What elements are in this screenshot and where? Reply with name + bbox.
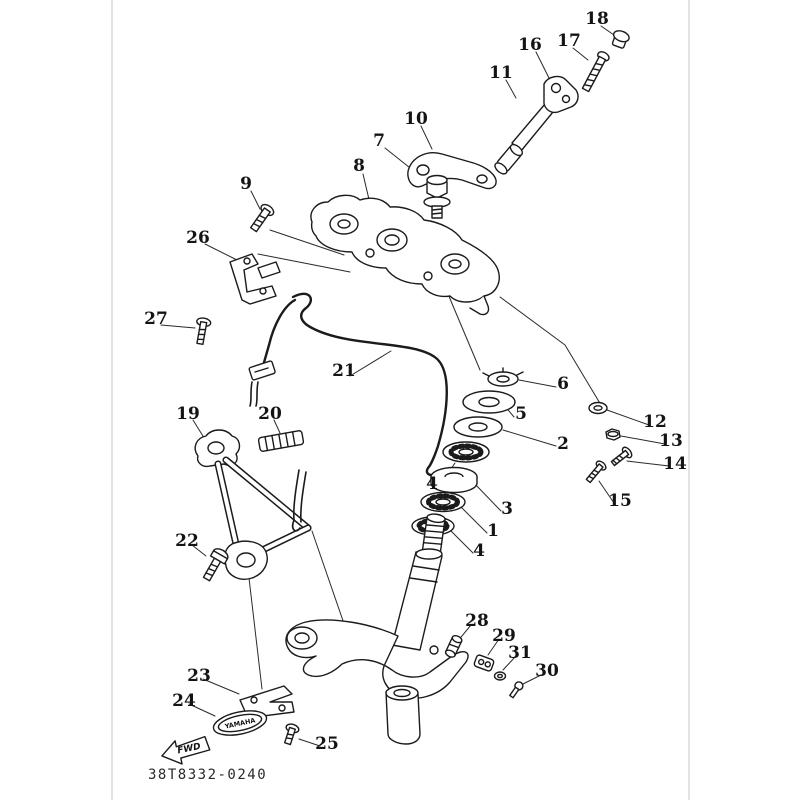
part-label-3: 3 <box>501 499 513 519</box>
part-22-bolt <box>202 548 229 582</box>
part-label-9: 9 <box>240 174 252 194</box>
part-28-bolt <box>444 634 463 658</box>
part-9-bolt <box>249 203 275 233</box>
part-label-22: 22 <box>175 531 199 551</box>
diagram-code: 38T8332-0240 <box>148 767 268 783</box>
part-label-11: 11 <box>489 63 513 83</box>
part-13-nut <box>605 428 621 441</box>
part-31-washer <box>493 671 507 681</box>
part-30-screw <box>509 681 524 699</box>
part-27-bolt <box>196 317 212 346</box>
part-label-26: 26 <box>186 228 210 248</box>
part-11-lever <box>511 103 554 152</box>
part-label-20: 20 <box>258 404 282 424</box>
part-24-emblem: YAMAHA <box>212 710 268 736</box>
part-11-lever-end <box>494 143 524 175</box>
part-label-28: 28 <box>465 611 489 631</box>
part-7-steering-stem-nut <box>423 174 451 219</box>
part-26-bracket <box>229 253 281 305</box>
part-29-plate <box>473 654 495 672</box>
fwd-text: FWD <box>177 742 203 757</box>
steering-stem <box>391 513 446 651</box>
part-label-14: 14 <box>663 454 687 474</box>
part-label-15: 15 <box>608 491 632 511</box>
part-25-screw <box>283 723 300 746</box>
part-10-bracket <box>407 152 497 190</box>
part-18-nut <box>611 30 630 49</box>
under-bracket <box>285 619 469 745</box>
part-label-30: 30 <box>535 661 559 681</box>
part-label-2: 2 <box>557 434 569 454</box>
part-1-bearing <box>420 491 466 513</box>
part-label-4: 4 <box>473 541 485 561</box>
part-8-handle-crown <box>310 194 500 316</box>
part-label-7: 7 <box>373 131 385 151</box>
part-label-4: 4 <box>426 474 438 494</box>
part-label-6: 6 <box>557 374 569 394</box>
part-label-18: 18 <box>585 9 609 29</box>
part-16-bracket <box>543 75 579 114</box>
part-label-29: 29 <box>492 626 516 646</box>
page-edge-lines <box>111 0 690 800</box>
part-label-27: 27 <box>144 309 168 329</box>
part-label-8: 8 <box>353 156 365 176</box>
part-4-bearing-upper <box>442 441 490 463</box>
part-label-12: 12 <box>643 412 667 432</box>
part-label-24: 24 <box>172 691 196 711</box>
part-20-clamp-strip <box>257 430 305 452</box>
part-label-13: 13 <box>659 431 683 451</box>
part-label-31: 31 <box>508 643 532 663</box>
part-label-5: 5 <box>515 404 527 424</box>
part-label-23: 23 <box>187 666 211 686</box>
part-label-25: 25 <box>315 734 339 754</box>
part-label-10: 10 <box>404 109 428 129</box>
part-12-washer <box>588 401 608 415</box>
fwd-arrow: FWD <box>161 735 211 765</box>
part-3-race <box>430 466 478 494</box>
part-label-21: 21 <box>332 361 356 381</box>
part-21-cable-guide <box>248 292 448 477</box>
part-17-screw <box>581 51 610 93</box>
part-19-stay <box>194 429 312 580</box>
part-14-screw <box>610 446 633 467</box>
part-label-1: 1 <box>487 521 499 541</box>
part-label-17: 17 <box>557 31 581 51</box>
part-2-washer <box>453 416 503 438</box>
part-label-16: 16 <box>518 35 542 55</box>
part-label-19: 19 <box>176 404 200 424</box>
part-15-screw <box>585 460 607 484</box>
part-5-washer <box>462 390 516 414</box>
part-6-lock-washer <box>482 367 524 387</box>
